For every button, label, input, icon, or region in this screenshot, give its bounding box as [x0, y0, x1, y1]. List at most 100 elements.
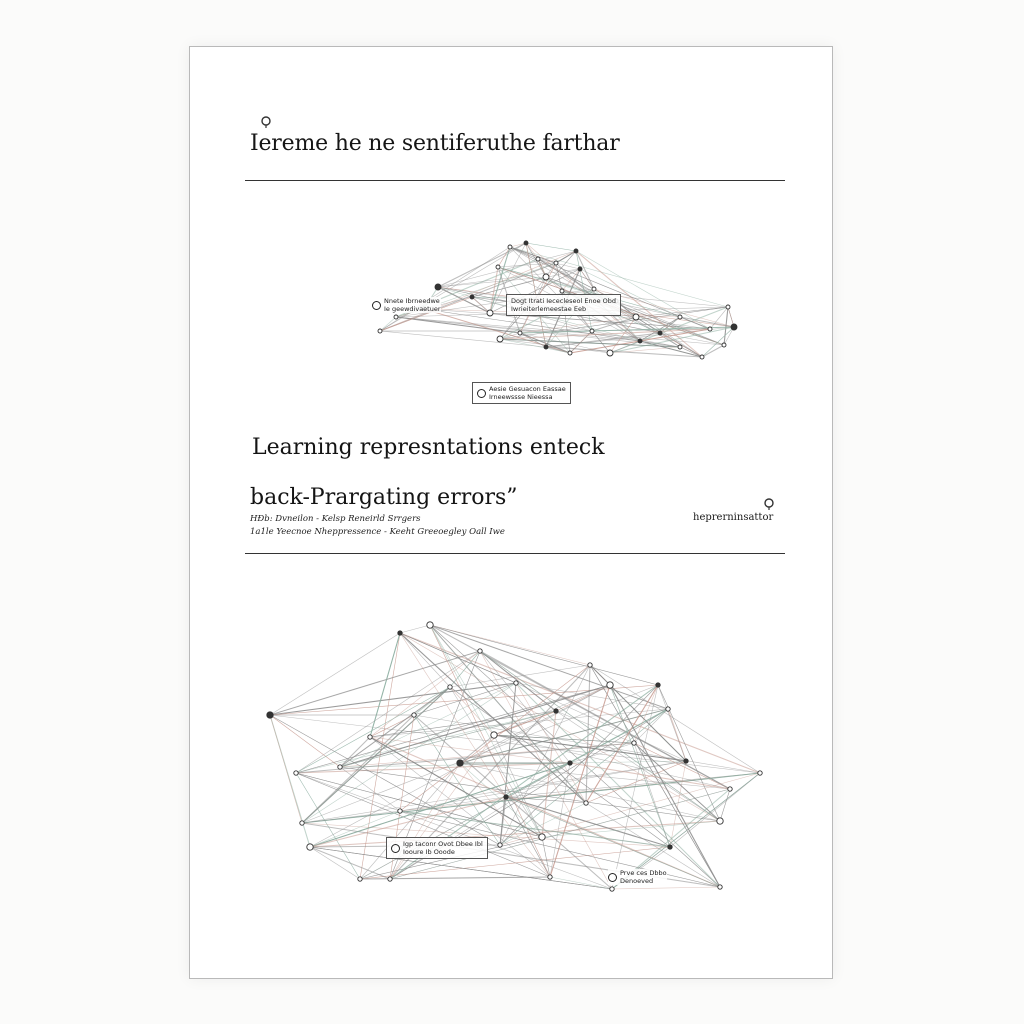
network-edge: [657, 684, 687, 762]
network-edge: [575, 250, 711, 330]
network-edge: [569, 742, 635, 764]
network-edge: [413, 714, 761, 774]
network-node: [535, 256, 541, 262]
network-node: [266, 711, 274, 719]
network-edge: [295, 742, 635, 774]
network-edge: [369, 632, 401, 738]
network-edge: [479, 650, 571, 764]
network-edge: [499, 708, 669, 846]
network-node: [393, 314, 399, 320]
network-edge: [301, 714, 415, 824]
network-diagram-bottom: [266, 621, 763, 892]
network-node: [434, 283, 442, 291]
pin-icon: [764, 498, 774, 510]
network-node: [337, 764, 343, 770]
network-node: [293, 770, 299, 776]
network-node: [606, 349, 614, 357]
network-node: [725, 304, 731, 310]
network-node: [456, 759, 464, 767]
network-edge: [549, 876, 613, 890]
network-edge: [339, 760, 687, 768]
network-edge: [369, 736, 543, 838]
network-edge: [413, 714, 613, 890]
network-edge: [639, 340, 703, 358]
network-edge: [389, 788, 731, 880]
network-edge: [499, 682, 517, 846]
network-edge: [471, 276, 547, 298]
network-node: [631, 740, 637, 746]
network-node: [637, 338, 643, 344]
network-edge: [497, 246, 511, 268]
network-edge: [309, 820, 721, 848]
network-edge: [449, 686, 543, 838]
node-icon: [391, 843, 400, 853]
network-edge: [429, 624, 495, 736]
network-edge: [301, 810, 401, 824]
network-edge: [633, 742, 731, 790]
network-edge: [379, 316, 397, 332]
network-edge: [515, 682, 721, 888]
network-edge: [727, 306, 735, 328]
network-edge: [541, 836, 551, 878]
network-edge: [499, 328, 711, 340]
network-edge: [379, 246, 511, 332]
network-edge: [585, 664, 591, 804]
network-node: [655, 682, 661, 688]
network-edge: [679, 316, 711, 330]
network-edge: [429, 624, 591, 666]
network-node: [553, 260, 559, 266]
network-edge: [499, 338, 611, 354]
network-node: [397, 630, 403, 636]
network-edge: [493, 684, 611, 736]
network-edge: [509, 242, 527, 248]
network-node: [573, 248, 579, 254]
network-edge: [505, 708, 669, 798]
network-edge: [575, 250, 703, 358]
network-node: [721, 342, 727, 348]
network-node: [707, 326, 713, 332]
network-node: [547, 874, 553, 880]
network-node: [677, 314, 683, 320]
network-edge: [369, 650, 481, 738]
network-edge: [541, 710, 557, 838]
network-edge: [459, 762, 543, 838]
network-edge: [589, 664, 721, 888]
network-node: [507, 244, 513, 250]
network-edge: [659, 332, 725, 346]
network-edge: [575, 250, 595, 290]
network-edge: [309, 846, 391, 880]
network-edge: [295, 686, 451, 774]
network-edge: [449, 664, 591, 688]
network-edge: [309, 796, 507, 848]
network-edge: [437, 242, 527, 288]
network-edge: [545, 346, 703, 358]
network-edge: [589, 664, 687, 762]
network-node: [469, 294, 475, 300]
network-edge: [399, 624, 431, 634]
network-edge: [589, 664, 761, 774]
network-edge: [399, 632, 507, 798]
network-edge: [515, 682, 669, 710]
network-edge: [269, 650, 481, 716]
network-edge: [459, 708, 669, 764]
network-edge: [479, 650, 613, 890]
paper-page: Iereme he ne sentiferuthe farthar Nnete …: [189, 46, 833, 979]
network-edge: [399, 632, 517, 684]
network-node: [357, 876, 363, 882]
network-diagram-top: [377, 240, 738, 360]
network-node: [716, 817, 724, 825]
network-edge: [429, 624, 587, 804]
network-node: [523, 240, 529, 246]
network-node: [577, 266, 583, 272]
network-node: [587, 662, 593, 668]
network-node: [387, 876, 393, 882]
divider: [245, 553, 785, 554]
network-edge: [519, 332, 547, 348]
network-edge: [555, 710, 721, 822]
network-edge: [269, 714, 303, 824]
network-edge: [379, 296, 473, 332]
